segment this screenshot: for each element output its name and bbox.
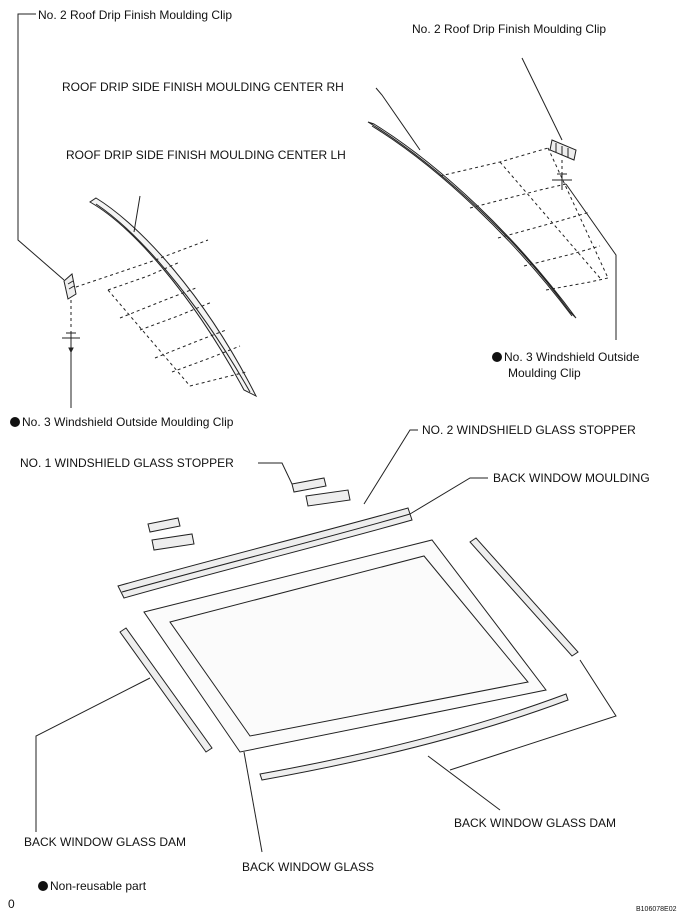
- leader-back-window-moulding: [409, 477, 488, 515]
- label-roof-clip-right: No. 2 Roof Drip Finish Moulding Clip: [412, 22, 607, 36]
- legend-non-reusable: Non-reusable part: [38, 879, 146, 893]
- label-stopper-1: NO. 1 WINDSHIELD GLASS STOPPER: [20, 456, 234, 470]
- footer-left-mark: 0: [8, 897, 15, 911]
- leader-dam-left: [35, 677, 151, 832]
- ws-clip-left-part: [62, 331, 80, 354]
- lh-dash-guides: [75, 239, 247, 387]
- label-ws-clip-left-text: No. 3 Windshield Outside Moulding Clip: [22, 415, 234, 429]
- leader-roof-clip-right: [521, 57, 563, 141]
- label-back-window-moulding: BACK WINDOW MOULDING: [493, 471, 650, 485]
- roof-clip-right-part: [549, 139, 577, 161]
- label-ws-clip-right-line2: Moulding Clip: [508, 366, 581, 380]
- stopper-parts: [147, 477, 351, 551]
- glass-dam-parts: [119, 537, 579, 781]
- label-back-window-glass: BACK WINDOW GLASS: [242, 860, 375, 874]
- leader-dam-right-2: [449, 659, 617, 771]
- label-ws-clip-left: No. 3 Windshield Outside Moulding Clip: [10, 415, 233, 429]
- label-ws-clip-right: No. 3 Windshield Outside: [492, 350, 639, 364]
- leader-ws-clip-right: [565, 183, 617, 340]
- leader-dam-right: [427, 755, 501, 811]
- label-roof-clip-left: No. 2 Roof Drip Finish Moulding Clip: [38, 8, 233, 22]
- figure-code: B106078E02: [636, 906, 677, 913]
- roof-moulding-rh-part: [367, 121, 577, 319]
- leader-stopper-1: [258, 462, 293, 485]
- non-reusable-bullet-icon: [38, 881, 48, 891]
- label-moulding-lh: ROOF DRIP SIDE FINISH MOULDING CENTER LH: [66, 148, 346, 162]
- label-dam-right: BACK WINDOW GLASS DAM: [454, 816, 617, 830]
- non-reusable-bullet-icon: [10, 417, 20, 427]
- ws-clip-right-part: [552, 172, 572, 190]
- back-window-glass-part: [143, 539, 547, 753]
- leader-glass: [243, 751, 263, 853]
- label-stopper-2: NO. 2 WINDSHIELD GLASS STOPPER: [422, 423, 636, 437]
- leader-moulding-lh: [133, 195, 141, 233]
- rh-dash-guides: [439, 147, 609, 291]
- label-ws-clip-right-line1: No. 3 Windshield Outside: [504, 350, 640, 364]
- leader-moulding-rh: [375, 87, 421, 151]
- non-reusable-bullet-icon: [492, 352, 502, 362]
- back-window-moulding-part: [117, 507, 413, 599]
- label-dam-left: BACK WINDOW GLASS DAM: [24, 835, 187, 849]
- leader-roof-clip-left: [17, 13, 65, 281]
- roof-moulding-lh-part: [89, 197, 258, 398]
- roof-clip-left-part: [63, 273, 77, 300]
- label-moulding-rh: ROOF DRIP SIDE FINISH MOULDING CENTER RH: [62, 80, 344, 94]
- leader-stopper-2: [363, 429, 418, 505]
- legend-non-reusable-text: Non-reusable part: [50, 879, 147, 893]
